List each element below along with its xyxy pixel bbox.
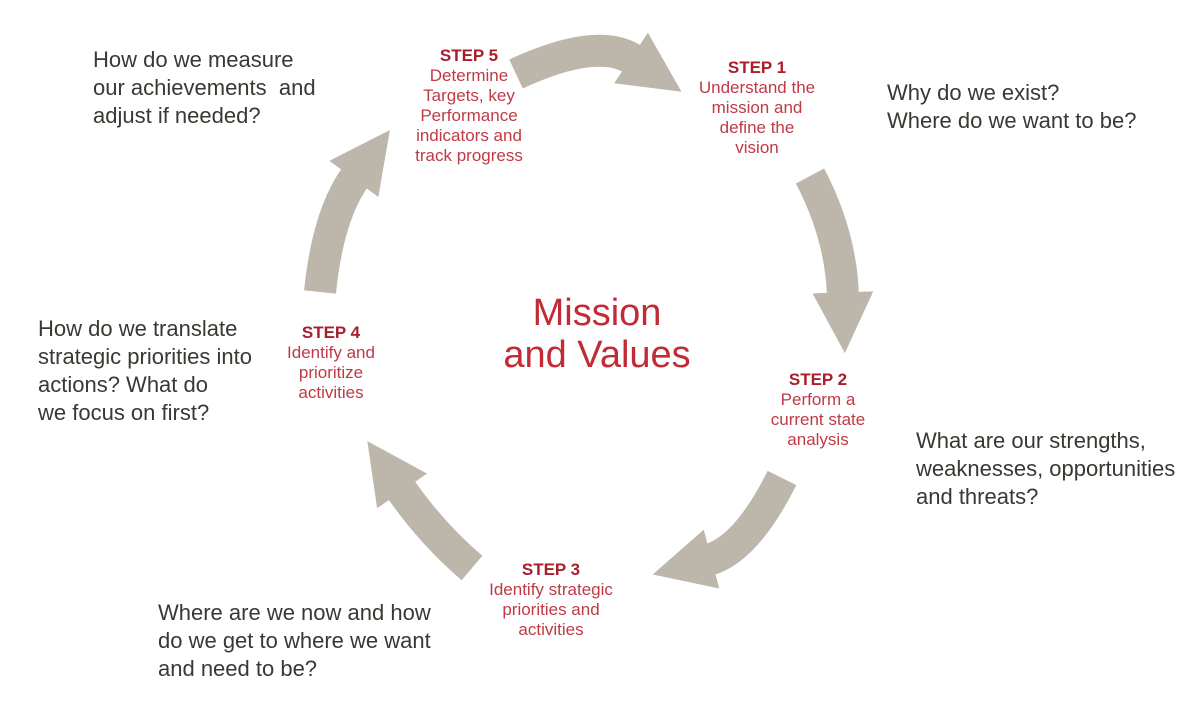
question-measure-achievements: How do we measure our achievements and a… (93, 47, 316, 128)
step-3-block: STEP 3 Identify strategic priorities and… (451, 560, 651, 640)
step-1-heading: STEP 1 (727, 58, 787, 77)
step-5-description: Determine Targets, key Performance indic… (415, 66, 523, 165)
question-why-exist: Why do we exist? Where do we want to be? (887, 80, 1137, 133)
step-5-heading: STEP 5 (439, 46, 499, 65)
step-2-heading: STEP 2 (788, 370, 848, 389)
question-swot: What are our strengths, weaknesses, oppo… (916, 428, 1176, 509)
step-1-block: STEP 1 Understand the mission and define… (657, 58, 857, 158)
question-translate-priorities: How do we translate strategic priorities… (38, 316, 252, 425)
step-3-description: Identify strategic priorities and activi… (489, 580, 613, 639)
step-3-heading: STEP 3 (521, 560, 581, 579)
step-4-block: STEP 4 Identify and prioritize activitie… (231, 323, 431, 403)
step-4-description: Identify and prioritize activities (287, 343, 375, 402)
step-2-block: STEP 2 Perform a current state analysis (718, 370, 918, 450)
step-2-description: Perform a current state analysis (770, 390, 866, 449)
step-5-block: STEP 5 Determine Targets, key Performanc… (369, 46, 569, 166)
question-where-are-we-now: Where are we now and how do we get to wh… (158, 600, 431, 681)
step-1-description: Understand the mission and define the vi… (698, 78, 816, 157)
arrow-step3-to-step4-icon (367, 441, 483, 581)
arrow-step4-to-step5-icon (304, 129, 390, 294)
arrow-step2-to-step3-icon (652, 470, 797, 589)
step-4-heading: STEP 4 (301, 323, 361, 342)
arrow-step1-to-step2-icon (795, 168, 874, 354)
center-title: Mission and Values (503, 292, 691, 376)
